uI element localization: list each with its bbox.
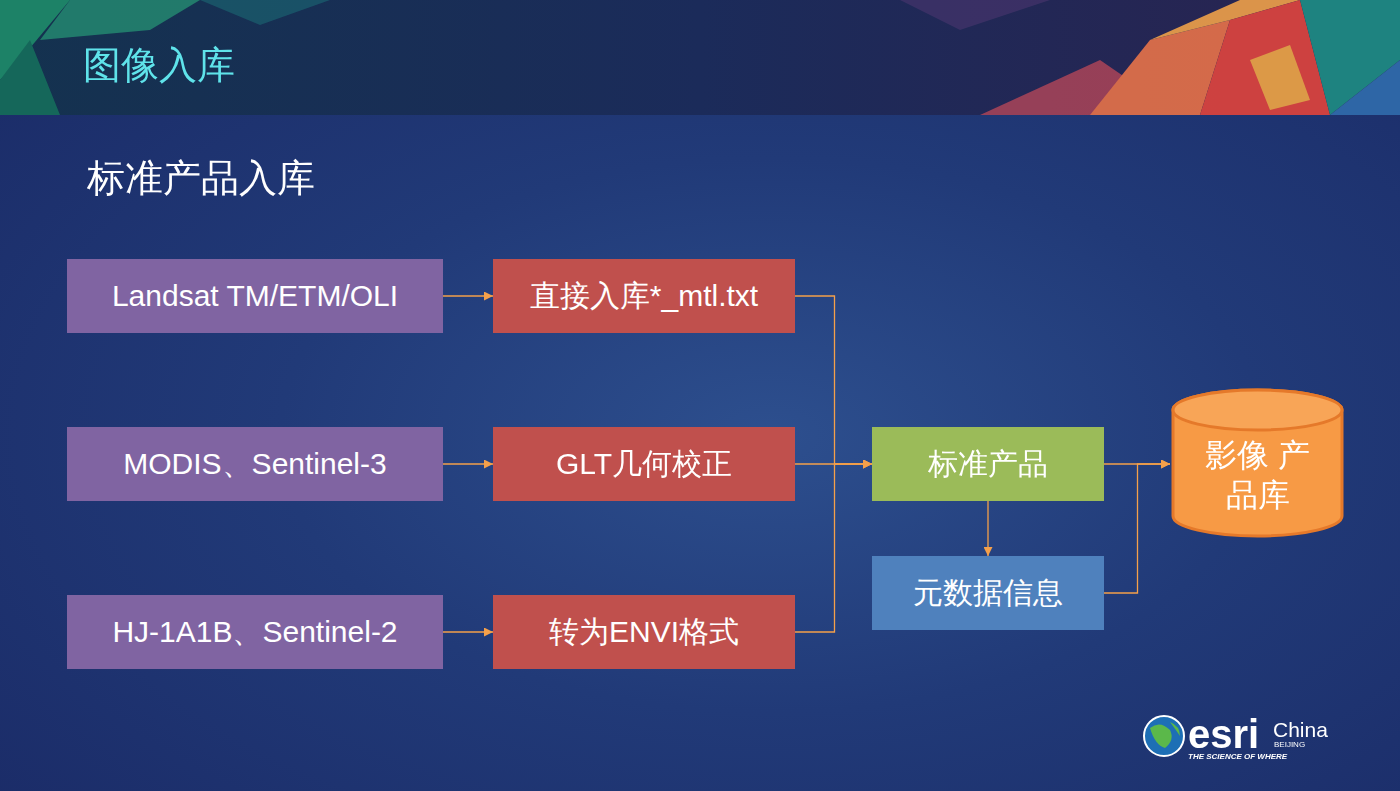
metadata-box: 元数据信息 <box>872 556 1104 630</box>
esri-globe <box>1144 716 1184 756</box>
logo-wordmark: esri <box>1188 712 1259 756</box>
source-box: HJ-1A1B、Sentinel-2 <box>67 595 443 669</box>
product-box: 标准产品 <box>872 427 1104 501</box>
banner-shapes <box>0 0 1400 115</box>
logo-city: BEIJING <box>1274 741 1305 750</box>
process-box: GLT几何校正 <box>493 427 795 501</box>
node-text: 转为ENVI格式 <box>549 614 739 650</box>
flow-connector <box>1104 464 1170 593</box>
banner-band <box>0 0 1400 115</box>
node-text: 元数据信息 <box>913 575 1063 611</box>
node-text: Landsat TM/ETM/OLI <box>112 278 398 314</box>
node-text: 直接入库*_mtl.txt <box>530 278 758 314</box>
flow-connector <box>795 464 872 632</box>
flow-connector <box>443 631 493 632</box>
flow-connector <box>795 296 872 464</box>
flow-connector <box>987 501 988 556</box>
node-text: HJ-1A1B、Sentinel-2 <box>112 614 397 650</box>
source-box: MODIS、Sentinel-3 <box>67 427 443 501</box>
node-text: 标准产品 <box>928 446 1048 482</box>
section-heading: 标准产品入库 <box>87 158 315 200</box>
logo-region: China <box>1273 718 1328 741</box>
source-box: Landsat TM/ETM/OLI <box>67 259 443 333</box>
process-box: 直接入库*_mtl.txt <box>493 259 795 333</box>
flow-connector <box>443 295 493 296</box>
node-text: 影像 产品库 <box>1205 413 1311 515</box>
logo-tagline: THE SCIENCE OF WHERE <box>1188 753 1287 762</box>
database-cylinder: 影像 产品库 <box>1170 388 1345 540</box>
process-box: 转为ENVI格式 <box>493 595 795 669</box>
node-text: GLT几何校正 <box>556 446 732 482</box>
node-text: MODIS、Sentinel-3 <box>123 446 386 482</box>
flow-connector <box>443 463 493 464</box>
slide-title: 图像入库 <box>83 40 235 91</box>
